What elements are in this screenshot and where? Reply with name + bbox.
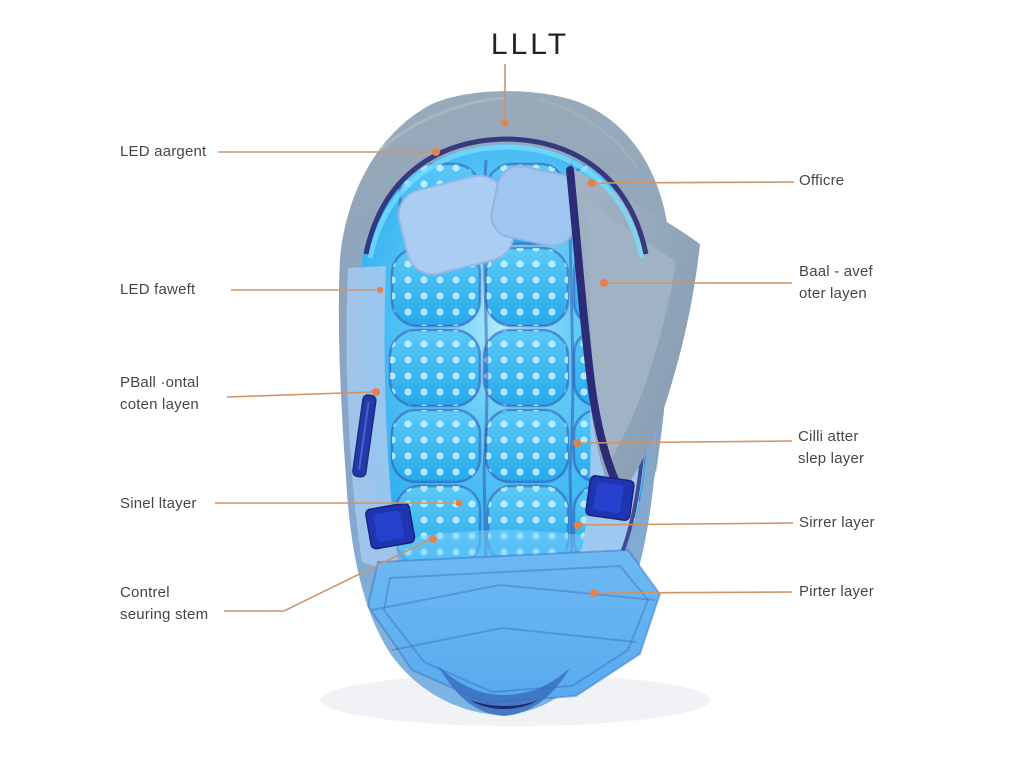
leader-right-4 bbox=[581, 522, 794, 526]
label-contrel-seuring-stem: Contrel seuring stem bbox=[120, 584, 209, 623]
label-led-faweft: LED faweft bbox=[120, 281, 196, 298]
leader-dots bbox=[372, 119, 608, 597]
diagram-title: LLLT bbox=[490, 28, 570, 61]
bag-tail bbox=[438, 666, 570, 716]
label-sinel-ltayer: Sinel ltayer bbox=[120, 495, 197, 512]
leader-right-1 bbox=[595, 181, 795, 184]
leader-right-3 bbox=[580, 440, 793, 444]
control-unit-right bbox=[585, 475, 635, 521]
label-sirrer-layer: Sirrer layer bbox=[799, 514, 875, 531]
leader-lines bbox=[215, 64, 795, 612]
right-flap bbox=[566, 166, 700, 509]
label-pirter-layer: Pirter layer bbox=[799, 583, 874, 600]
leader-right-5 bbox=[597, 591, 793, 594]
label-pball-ontal-coten-layen: PBall ·ontal coten layen bbox=[120, 374, 200, 413]
label-baal-avef-oter-layen: Baal - avef oter layen bbox=[799, 263, 873, 302]
control-unit-left bbox=[365, 502, 416, 550]
label-led-aargent: LED aargent bbox=[120, 143, 207, 160]
label-cilli-atter-slep-layer: Cilli atter slep layer bbox=[798, 428, 865, 467]
label-officre: Officre bbox=[799, 172, 845, 189]
leader-left-5 bbox=[224, 539, 430, 612]
foot-section bbox=[366, 548, 662, 705]
zipper bbox=[352, 394, 377, 478]
hood-rim bbox=[363, 136, 649, 259]
pillow bbox=[397, 165, 582, 276]
leader-left-3 bbox=[226, 391, 373, 398]
